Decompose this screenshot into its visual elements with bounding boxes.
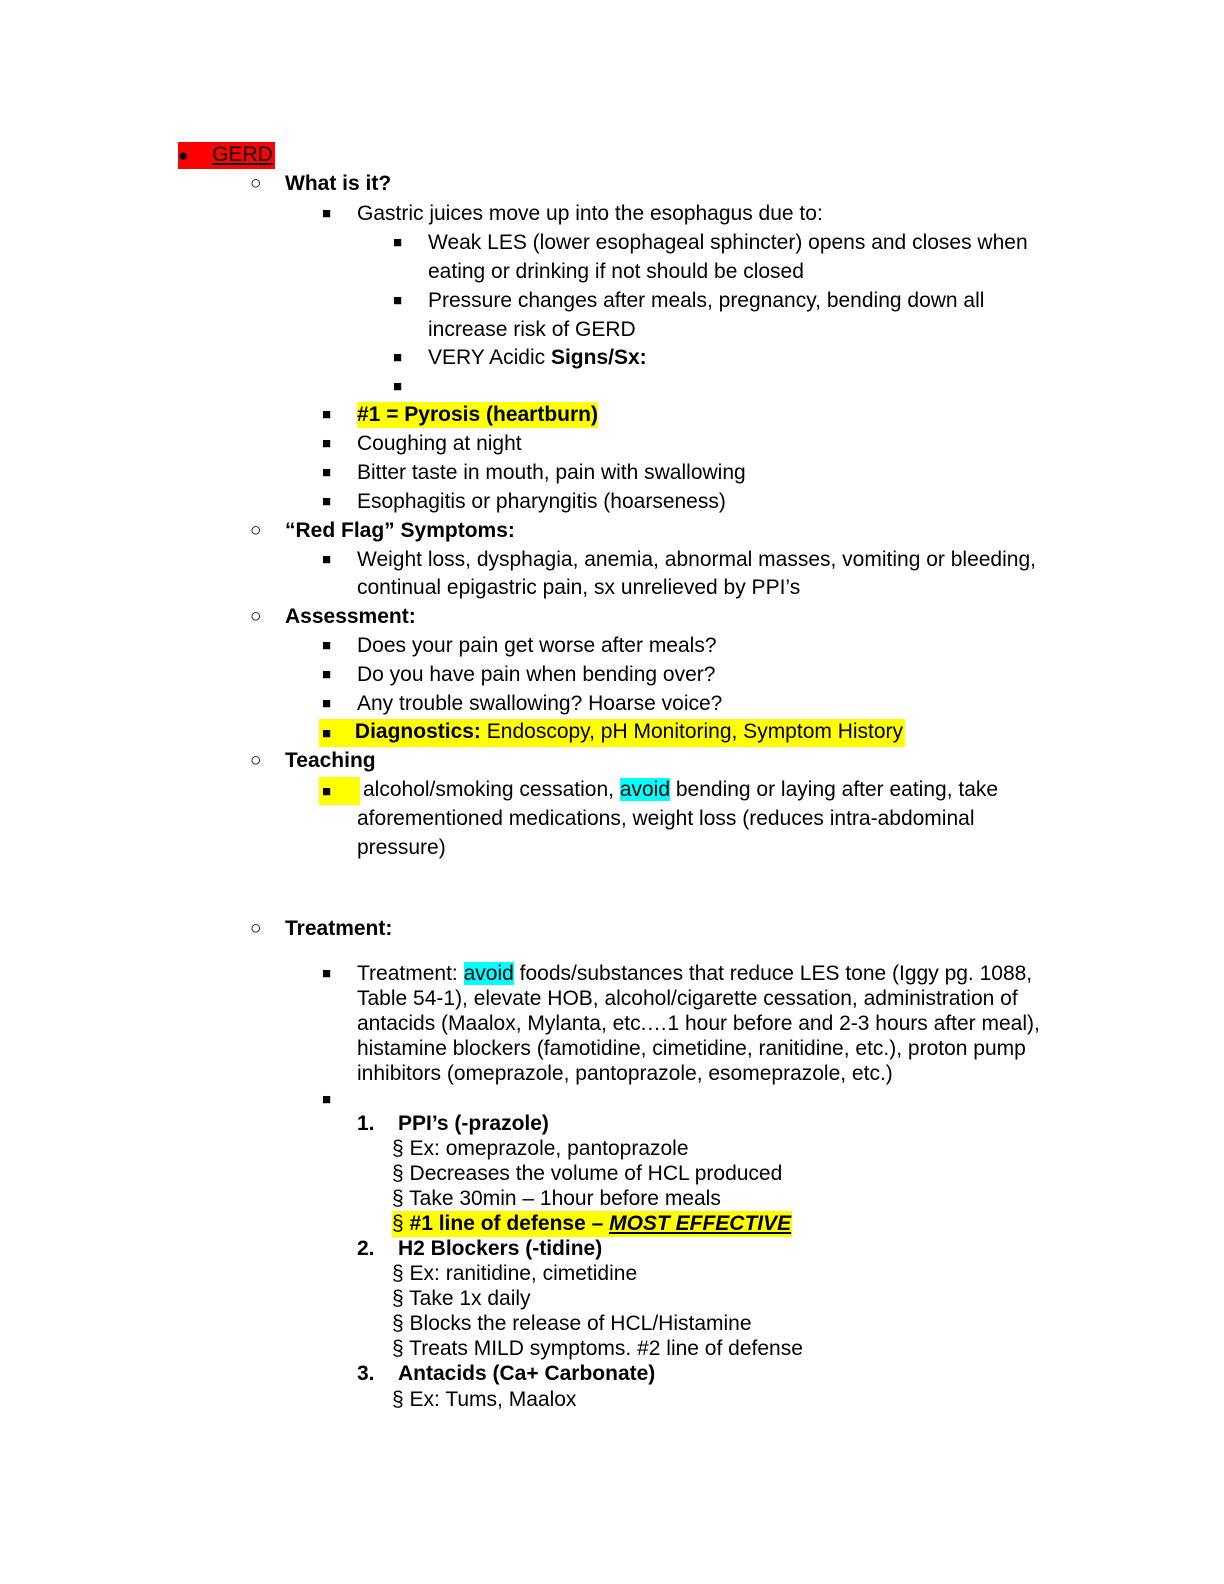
- square-bullet: ■: [322, 406, 332, 423]
- teaching-avoid: avoid: [619, 778, 671, 801]
- gerd-title-line: ● GERD: [178, 142, 275, 169]
- square-bullet: ■: [393, 292, 403, 309]
- teaching-line: aforementioned medications, weight loss …: [357, 807, 975, 830]
- section-bullet: §: [392, 1337, 404, 1360]
- cause-line: increase risk of GERD: [428, 318, 636, 341]
- square-bullet: ■: [322, 435, 332, 452]
- square-bullet: ■: [393, 378, 403, 395]
- red-flag-line: Weight loss, dysphagia, anemia, abnormal…: [357, 548, 1036, 571]
- what-is-it-heading: What is it?: [285, 172, 392, 195]
- diagnostics-line: ■ Diagnostics: Endoscopy, pH Monitoring,…: [319, 719, 906, 747]
- assessment-item: Do you have pain when bending over?: [357, 663, 716, 686]
- square-bullet: ■: [322, 695, 332, 712]
- square-bullet: ■: [322, 783, 332, 800]
- circle-bullet: ○: [250, 918, 262, 939]
- drug-detail: § Decreases the volume of HCL produced: [392, 1162, 783, 1185]
- symptom-item: Esophagitis or pharyngitis (hoarseness): [357, 490, 726, 513]
- drug-number: 1.: [357, 1112, 375, 1135]
- section-bullet: §: [392, 1162, 404, 1185]
- square-bullet: ■: [393, 349, 403, 366]
- acidic-signs: Signs: [550, 346, 609, 369]
- drug-detail: § Ex: ranitidine, cimetidine: [392, 1262, 638, 1285]
- circle-bullet: ○: [250, 606, 262, 627]
- square-bullet: ■: [322, 965, 332, 982]
- teaching-bullet-highlight: ■: [319, 777, 360, 805]
- treatment-post: foods/substances that reduce LES tone (I…: [513, 962, 1033, 985]
- teaching-post: bending or laying after eating, take: [670, 778, 999, 801]
- acidic-sep: /: [608, 346, 614, 369]
- assessment-item: Does your pain get worse after meals?: [357, 634, 717, 657]
- gerd-title: GERD: [212, 143, 273, 166]
- section-bullet: §: [392, 1187, 404, 1210]
- square-bullet: ■: [322, 1091, 332, 1108]
- drug-detail: § Ex: omeprazole, pantoprazole: [392, 1137, 689, 1160]
- symptom-item: #1 = Pyrosis (heartburn): [357, 402, 598, 428]
- drug-detail: § Treats MILD symptoms. #2 line of defen…: [392, 1337, 803, 1360]
- drug-detail: § Blocks the release of HCL/Histamine: [392, 1312, 752, 1335]
- treatment-pre: Treatment:: [357, 962, 464, 985]
- drug-name: Antacids (Ca+ Carbonate): [398, 1362, 656, 1385]
- diagnostics-value: Endoscopy, pH Monitoring, Symptom Histor…: [480, 720, 904, 743]
- teaching-heading: Teaching: [285, 749, 376, 772]
- dot-bullet: ●: [178, 146, 189, 165]
- square-bullet: ■: [322, 666, 332, 683]
- drug-number: 2.: [357, 1237, 375, 1260]
- red-flag-heading: “Red Flag” Symptoms:: [285, 519, 515, 542]
- square-bullet: ■: [322, 637, 332, 654]
- symptom-item: Coughing at night: [357, 432, 522, 455]
- cause-line: eating or drinking if not should be clos…: [428, 260, 804, 283]
- circle-bullet: ○: [250, 750, 262, 771]
- teaching-line: alcohol/smoking cessation, avoid bending…: [363, 777, 998, 803]
- most-effective: MOST EFFECTIVE: [609, 1212, 792, 1235]
- square-bullet: ■: [322, 464, 332, 481]
- square-bullet: ■: [322, 205, 332, 222]
- section-bullet: §: [392, 1287, 404, 1310]
- square-bullet: ■: [393, 234, 403, 251]
- treatment-line: histamine blockers (famotidine, cimetidi…: [357, 1037, 1026, 1060]
- square-bullet: ■: [322, 725, 332, 742]
- drug-name: PPI’s (-prazole): [398, 1112, 549, 1135]
- assessment-heading: Assessment:: [285, 605, 416, 628]
- drug-highlight: § #1 line of defense – MOST EFFECTIVE: [392, 1211, 793, 1237]
- teaching-line: pressure): [357, 836, 446, 859]
- drug-name: H2 Blockers (-tidine): [398, 1237, 603, 1260]
- acidic-prefix: VERY Acidic: [428, 346, 551, 369]
- cause-line: Weak LES (lower esophageal sphincter) op…: [428, 231, 1028, 254]
- acidic-sx: Sx:: [614, 346, 647, 369]
- treatment-avoid: avoid: [463, 962, 514, 985]
- section-bullet: §: [392, 1388, 404, 1411]
- treatment-line: antacids (Maalox, Mylanta, etc.…1 hour b…: [357, 1012, 1040, 1035]
- section-bullet: §: [392, 1212, 404, 1235]
- treatment-line: Table 54-1), elevate HOB, alcohol/cigare…: [357, 987, 1018, 1010]
- square-bullet: ■: [322, 493, 332, 510]
- circle-bullet: ○: [250, 173, 262, 194]
- section-bullet: §: [392, 1262, 404, 1285]
- drug-detail: § Take 30min – 1hour before meals: [392, 1187, 721, 1210]
- drug-detail: § Take 1x daily: [392, 1287, 531, 1310]
- treatment-line: inhibitors (omeprazole, pantoprazole, es…: [357, 1062, 893, 1085]
- circle-bullet: ○: [250, 520, 262, 541]
- symptom-item: Bitter taste in mouth, pain with swallow…: [357, 461, 746, 484]
- square-bullet: ■: [322, 551, 332, 568]
- drug-number: 3.: [357, 1362, 375, 1385]
- treatment-heading: Treatment:: [285, 917, 393, 940]
- what-is-it-intro: Gastric juices move up into the esophagu…: [357, 202, 823, 225]
- treatment-line: Treatment: avoid foods/substances that r…: [357, 961, 1032, 987]
- cause-line: Pressure changes after meals, pregnancy,…: [428, 289, 985, 312]
- red-flag-line: continual epigastric pain, sx unrelieved…: [357, 576, 801, 599]
- teaching-pre: alcohol/smoking cessation,: [363, 778, 620, 801]
- assessment-item: Any trouble swallowing? Hoarse voice?: [357, 692, 723, 715]
- diagnostics-label: Diagnostics:: [354, 720, 481, 743]
- acidic-line: VERY Acidic Signs/Sx:: [428, 345, 647, 371]
- section-bullet: §: [392, 1312, 404, 1335]
- section-bullet: §: [392, 1137, 404, 1160]
- drug-detail: § Ex: Tums, Maalox: [392, 1388, 577, 1411]
